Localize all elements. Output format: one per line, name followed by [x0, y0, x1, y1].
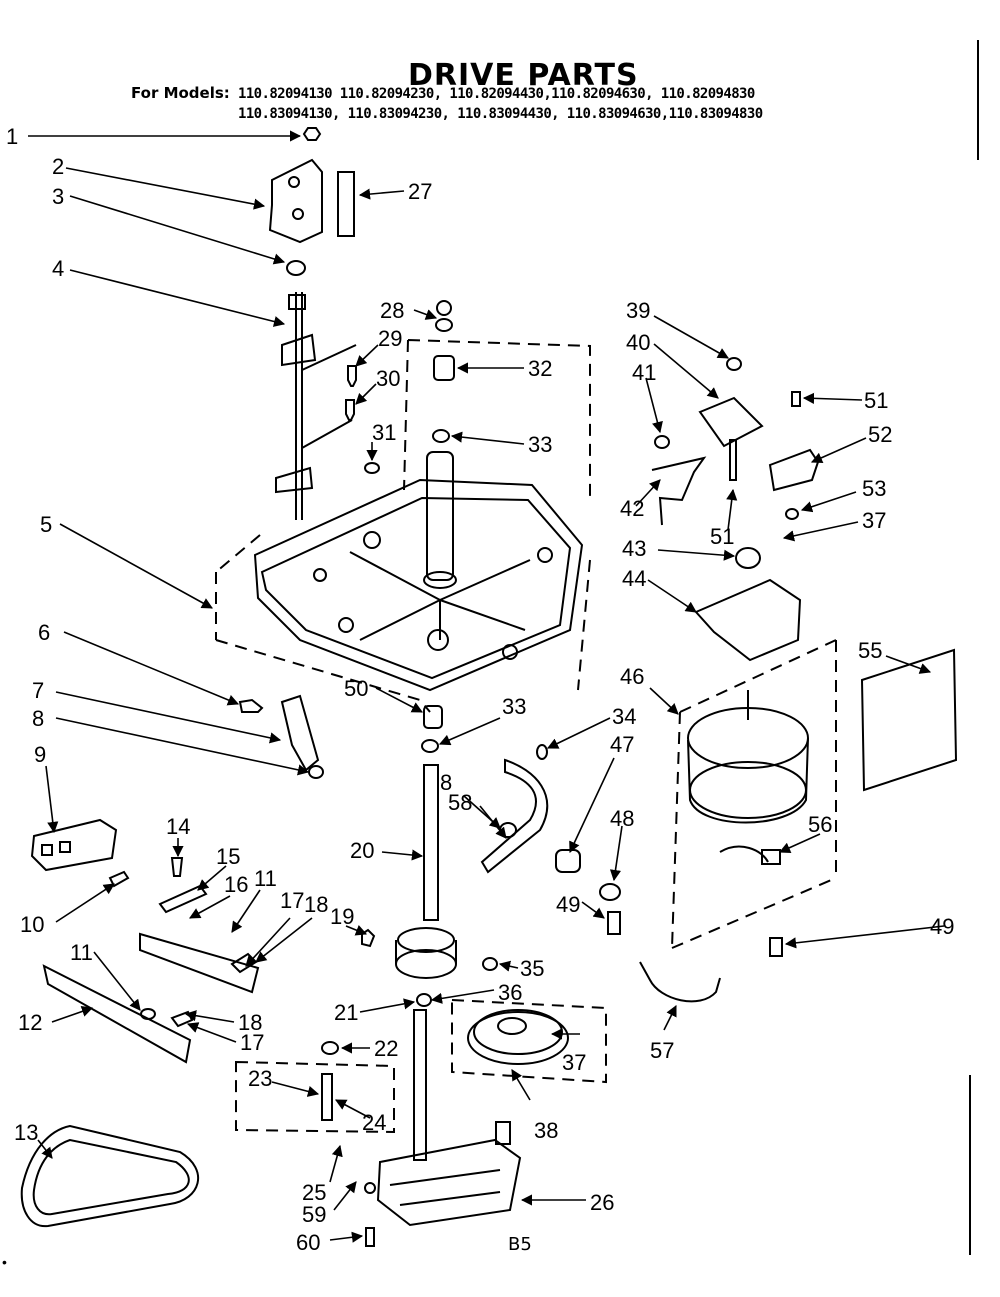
model-list-line-2: 110.83094130, 110.83094230, 110.83094430… — [238, 106, 763, 122]
page-code: B5 — [508, 1234, 532, 1255]
callout-label: 33 — [528, 432, 552, 457]
callout-label: 57 — [650, 1038, 674, 1063]
callout-label: 28 — [380, 298, 404, 323]
callout-label: 6 — [38, 620, 50, 645]
callout-label: 23 — [248, 1066, 272, 1091]
callout-label: 49 — [556, 892, 580, 917]
callout-label: 7 — [32, 678, 44, 703]
callout-label: 58 — [448, 790, 472, 815]
callout-label: 38 — [534, 1118, 558, 1143]
callout-label: 36 — [498, 980, 522, 1005]
callout-label: 46 — [620, 664, 644, 689]
callout-label: 20 — [350, 838, 374, 863]
models-label: For Models: — [131, 84, 230, 102]
callout-label: 9 — [34, 742, 46, 767]
scan-mark: • — [2, 1254, 7, 1270]
callout-label: 53 — [862, 476, 886, 501]
callout-label: 47 — [610, 732, 634, 757]
callout-label: 51 — [864, 388, 888, 413]
callout-label: 32 — [528, 356, 552, 381]
callout-label: 15 — [216, 844, 240, 869]
callout-label: 26 — [590, 1190, 614, 1215]
callout-label: 21 — [334, 1000, 358, 1025]
callout-label: 37 — [862, 508, 886, 533]
callout-label: 31 — [372, 420, 396, 445]
callout-label: 10 — [20, 912, 44, 937]
callout-label: 1 — [6, 124, 18, 149]
callout-label: 60 — [296, 1230, 320, 1255]
callout-label: 8 — [440, 770, 452, 795]
callout-label: 51 — [710, 524, 734, 549]
callout-label: 19 — [330, 904, 354, 929]
callout-label: 56 — [808, 812, 832, 837]
callout-label: 39 — [626, 298, 650, 323]
callout-label: 52 — [868, 422, 892, 447]
callout-label: 17 — [280, 888, 304, 913]
callout-label: 44 — [622, 566, 646, 591]
callout-label: 24 — [362, 1110, 386, 1135]
callout-label: 40 — [626, 330, 650, 355]
callout-label: 34 — [612, 704, 636, 729]
callout-label: 22 — [374, 1036, 398, 1061]
callout-label: 5 — [40, 512, 52, 537]
callout-label: 49 — [930, 914, 954, 939]
callout-label: 8 — [32, 706, 44, 731]
callout-label: 3 — [52, 184, 64, 209]
callout-label: 18 — [304, 892, 328, 917]
callout-label: 29 — [378, 326, 402, 351]
model-list-line-1: 110.82094130 110.82094230, 110.82094430,… — [238, 86, 755, 102]
callout-label: 12 — [18, 1010, 42, 1035]
callout-label: 4 — [52, 256, 64, 281]
callout-label: 42 — [620, 496, 644, 521]
callout-label: 41 — [632, 360, 656, 385]
callout-label: 25 — [302, 1180, 326, 1205]
callout-label: 33 — [502, 694, 526, 719]
callout-label: 59 — [302, 1202, 326, 1227]
callout-label: 37 — [562, 1050, 586, 1075]
callout-label: 48 — [610, 806, 634, 831]
callout-label: 18 — [238, 1010, 262, 1035]
callout-label: 43 — [622, 536, 646, 561]
callout-label: 50 — [344, 676, 368, 701]
callout-label: 14 — [166, 814, 190, 839]
callout-label: 17 — [240, 1030, 264, 1055]
leader-lines — [28, 130, 945, 1243]
callout-label: 55 — [858, 638, 882, 663]
callout-label: 2 — [52, 154, 64, 179]
part-drawings — [20, 40, 979, 1255]
callout-numbers: 1 2 3 4 27 28 29 30 31 32 33 5 39 40 41 … — [6, 124, 954, 1255]
callout-label: 13 — [14, 1120, 38, 1145]
callout-label: 11 — [70, 940, 93, 965]
callout-label: 30 — [376, 366, 400, 391]
callout-label: 16 — [224, 872, 248, 897]
page-title: DRIVE PARTS — [408, 58, 639, 93]
callout-label: 27 — [408, 179, 432, 204]
callout-label: 35 — [520, 956, 544, 981]
callout-label: 11 — [254, 866, 277, 891]
